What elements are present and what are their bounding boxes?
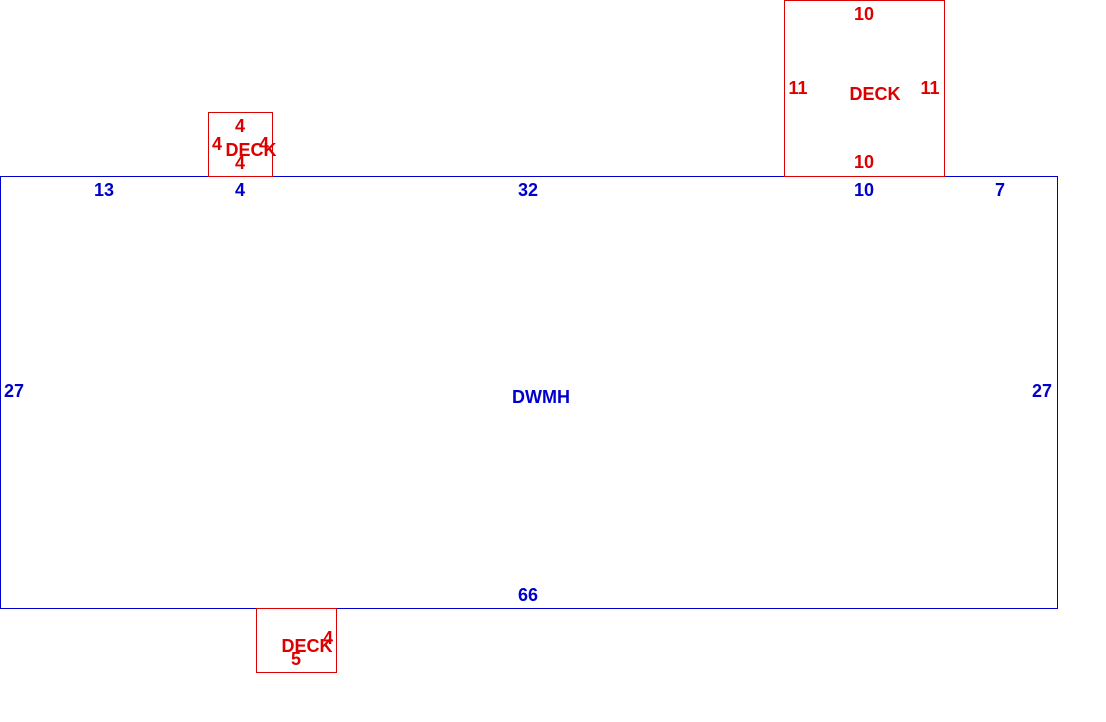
- deck-2-top-dim: 10: [853, 4, 875, 24]
- deck-2-left-dim: 11: [788, 78, 808, 98]
- top-dim-1: 13: [93, 180, 115, 200]
- top-dim-2: 4: [234, 180, 246, 200]
- deck-2-label: DECK: [849, 84, 901, 104]
- top-dim-4: 10: [853, 180, 875, 200]
- deck-3-bottom-dim: 5: [290, 649, 302, 669]
- bottom-dim: 66: [517, 585, 539, 605]
- deck-3-label: DECK: [281, 636, 333, 656]
- top-dim-3: 32: [517, 180, 539, 200]
- main-structure-label: DWMH: [512, 387, 570, 407]
- deck-2-bottom-dim: 10: [853, 152, 875, 172]
- deck-1-outline: [208, 112, 273, 177]
- main-structure-outline: [0, 176, 1058, 609]
- deck-2-outline: [784, 0, 945, 177]
- deck-2-right-dim: 11: [920, 78, 940, 98]
- deck-3-outline: [256, 608, 337, 673]
- deck-1-left-dim: 4: [211, 134, 223, 154]
- left-dim: 27: [3, 381, 25, 401]
- deck-1-right-dim: 4: [258, 134, 270, 154]
- right-dim: 27: [1031, 381, 1053, 401]
- top-dim-5: 7: [994, 180, 1006, 200]
- deck-1-label: DECK: [225, 140, 277, 160]
- deck-3-right-dim: 4: [322, 628, 334, 648]
- deck-1-top-dim: 4: [234, 116, 246, 136]
- deck-1-bottom-dim: 4: [234, 153, 246, 173]
